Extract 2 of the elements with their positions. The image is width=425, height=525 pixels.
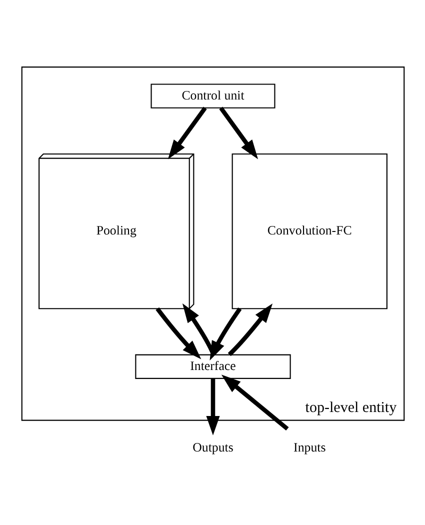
node-text: Outputs (192, 440, 233, 454)
node-text: Inputs (293, 440, 326, 454)
